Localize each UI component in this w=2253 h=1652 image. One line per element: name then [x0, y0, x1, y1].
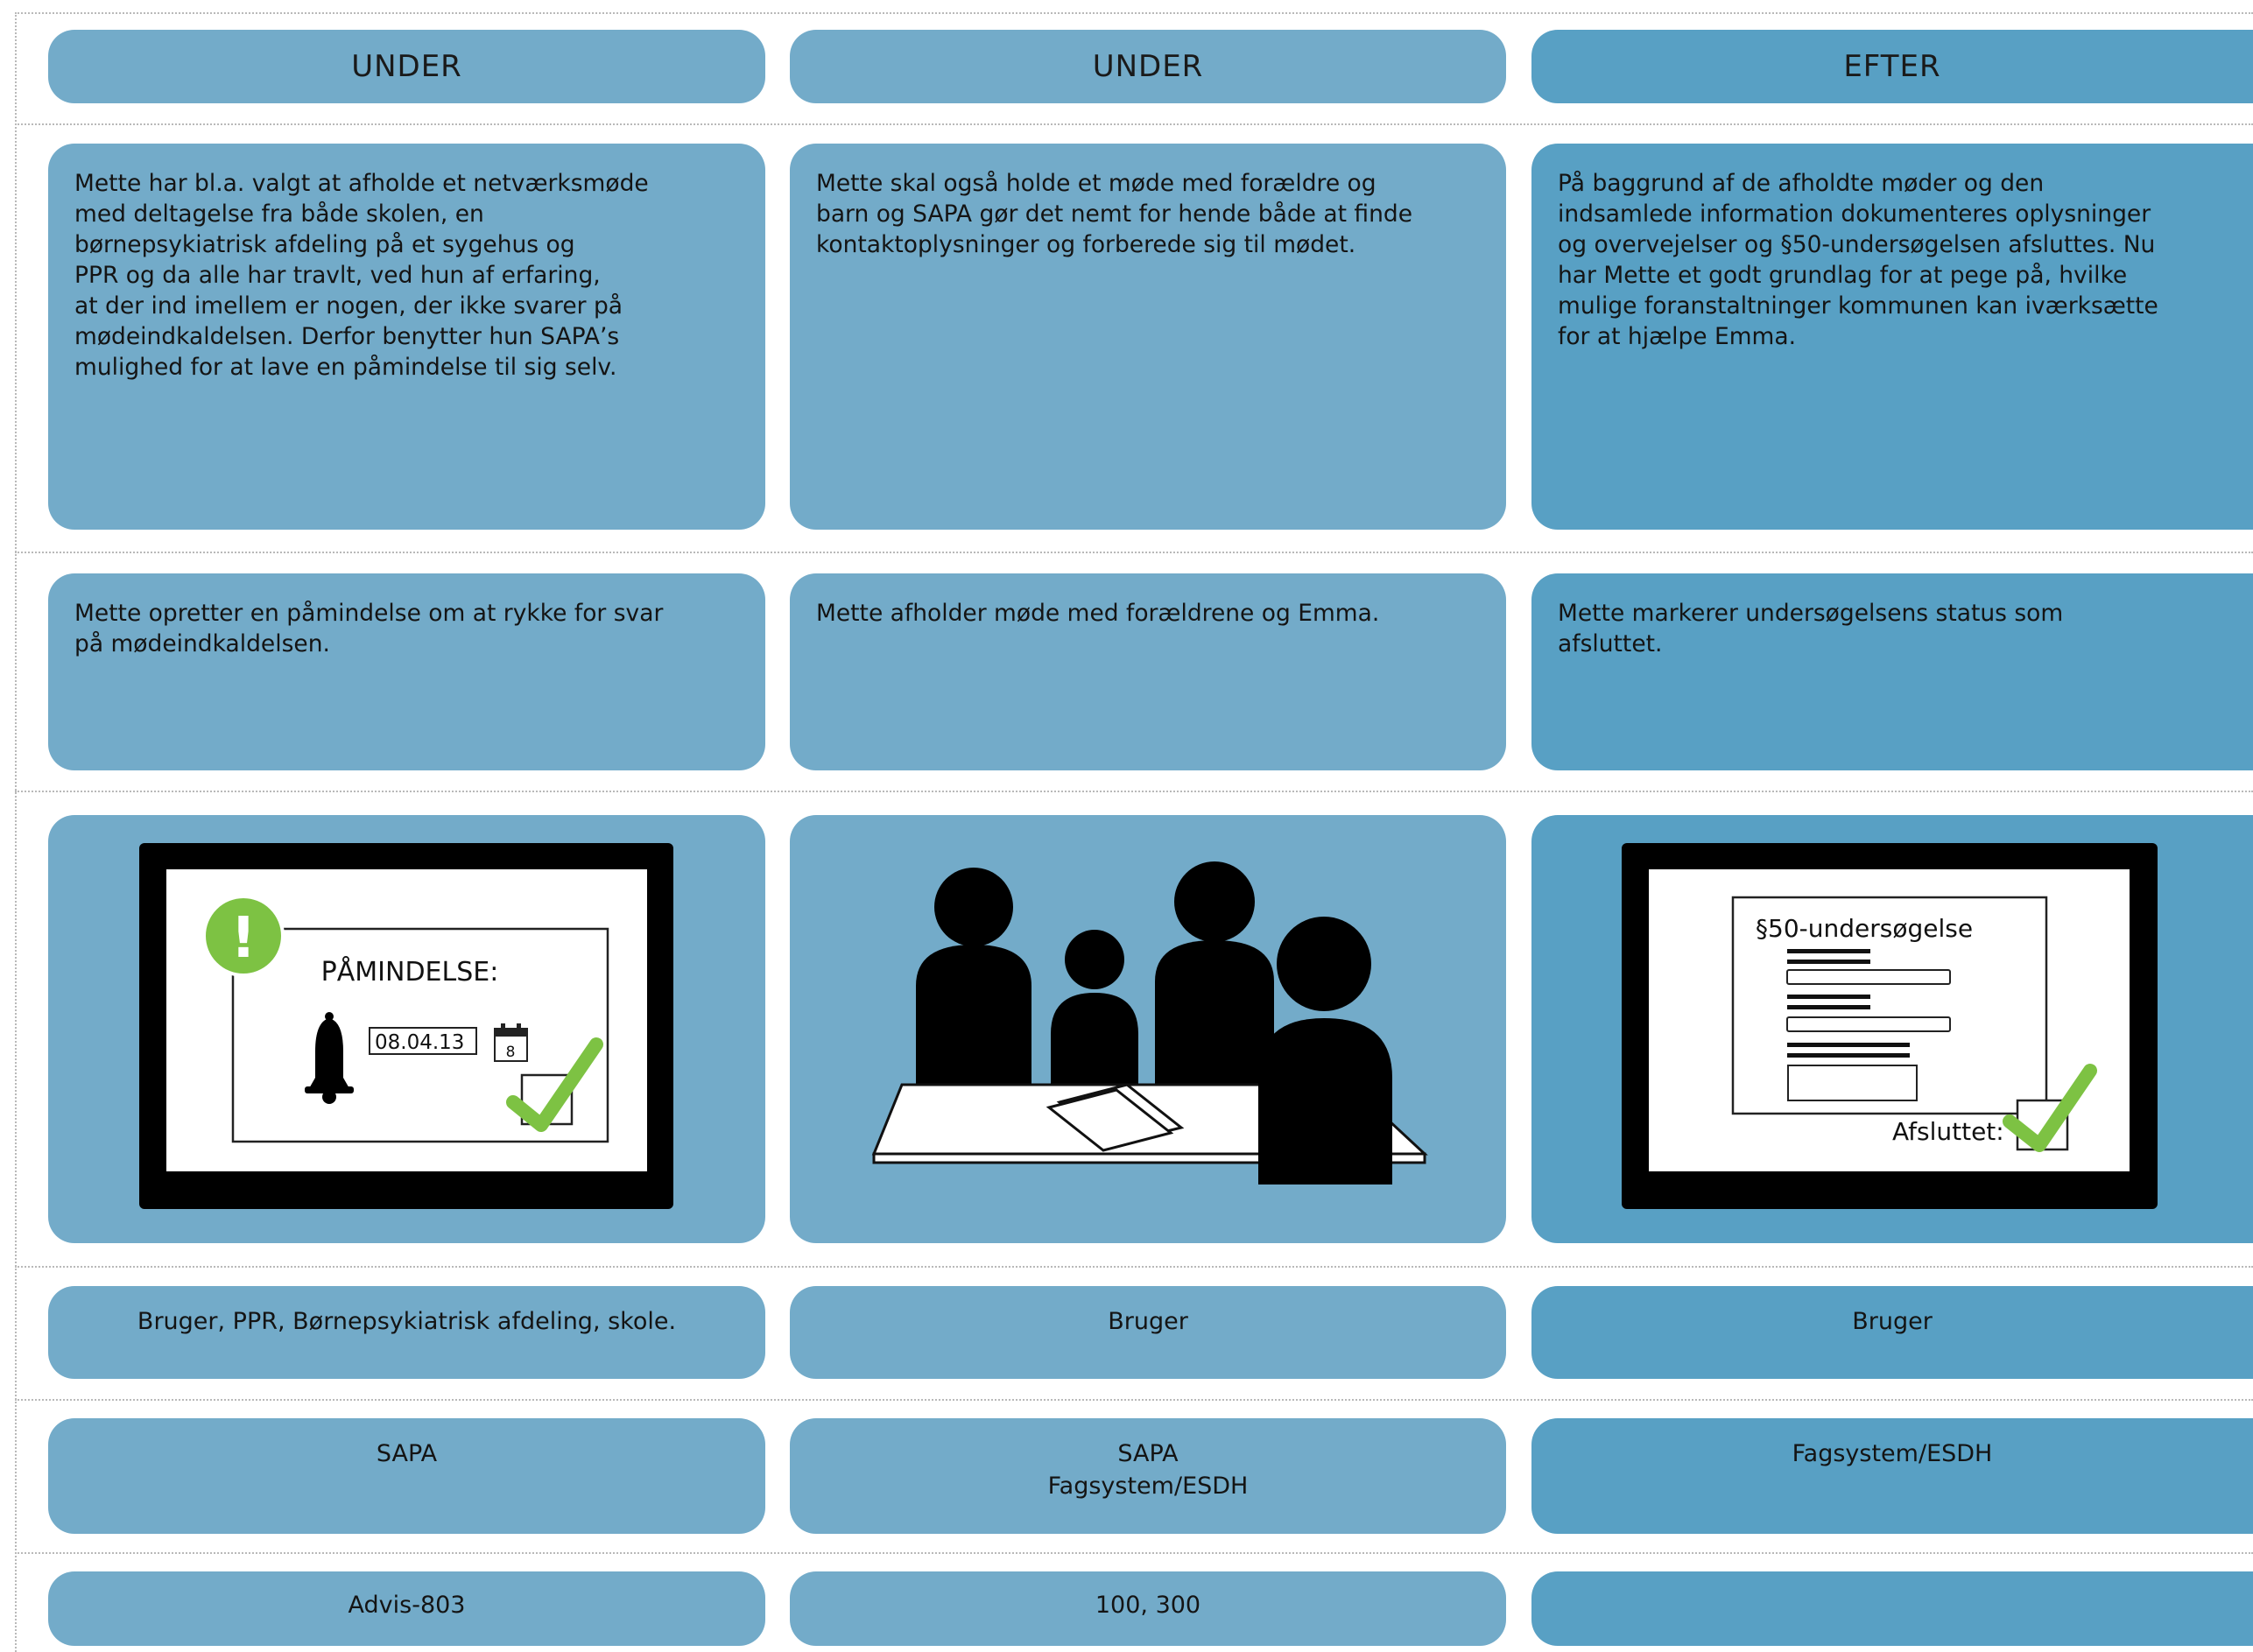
checkmark-icon — [506, 1037, 603, 1132]
illustration-card-form: §50-undersøgelse Afsluttet: — [1531, 815, 2253, 1243]
svg-text:8: 8 — [506, 1044, 516, 1061]
actors-1: Bruger, PPR, Børnepsykiatrisk afdeling, … — [48, 1286, 765, 1379]
row-divider — [15, 791, 2253, 792]
actors-2: Bruger — [790, 1286, 1506, 1379]
row-divider — [15, 1552, 2253, 1554]
phase-header-2: UNDER — [790, 30, 1506, 103]
action-2: Mette afholder møde med forældrene og Em… — [790, 573, 1506, 770]
status-label: Afsluttet: — [1892, 1117, 2004, 1146]
systems-1: SAPA — [48, 1418, 765, 1534]
date-field — [369, 1027, 477, 1055]
reminder-title: PÅMINDELSE: — [321, 956, 499, 988]
illustration-card-reminder: ! PÅMINDELSE: 08.04.13 8 — [48, 815, 765, 1243]
action-1: Mette opretter en påmindelse om at rykke… — [48, 573, 765, 770]
checkmark-icon — [2003, 1064, 2097, 1152]
description-2: Mette skal også holde et møde med foræld… — [790, 144, 1506, 530]
row-divider — [15, 1399, 2253, 1401]
svg-text:!: ! — [230, 906, 256, 971]
alert-icon: ! — [202, 895, 285, 977]
person-front-icon — [1258, 917, 1392, 1185]
row-divider — [15, 12, 2253, 14]
meeting-illustration — [871, 861, 1428, 1185]
action-3: Mette markerer undersøgelsens status som… — [1531, 573, 2253, 770]
calendar-icon: 8 — [494, 1023, 528, 1062]
table-edge — [872, 1152, 1426, 1164]
form-lines — [1786, 949, 1951, 1101]
actors-3: Bruger — [1531, 1286, 2253, 1379]
row-divider — [15, 123, 2253, 125]
form-illustration: §50-undersøgelse Afsluttet: — [1622, 843, 2158, 1209]
phase-header-3: EFTER — [1531, 30, 2253, 103]
illustration-card-meeting — [790, 815, 1506, 1243]
row-divider — [15, 1266, 2253, 1268]
left-divider — [15, 12, 17, 1652]
systems-2: SAPA Fagsystem/ESDH — [790, 1418, 1506, 1534]
systems-3: Fagsystem/ESDH — [1531, 1418, 2253, 1534]
description-3: På baggrund af de afholdte møder og den … — [1531, 144, 2253, 530]
phase-header-1: UNDER — [48, 30, 765, 103]
reference-3 — [1531, 1571, 2253, 1646]
reminder-illustration: ! PÅMINDELSE: 08.04.13 8 — [139, 843, 673, 1209]
bell-icon — [305, 1012, 354, 1104]
description-1: Mette har bl.a. valgt at afholde et netv… — [48, 144, 765, 530]
form-title: §50-undersøgelse — [1756, 914, 1973, 943]
reference-1: Advis-803 — [48, 1571, 765, 1646]
date-value: 08.04.13 — [375, 1031, 464, 1054]
papers-icon — [1046, 1083, 1185, 1152]
people-icon — [916, 861, 1274, 1086]
row-divider — [15, 552, 2253, 553]
reference-2: 100, 300 — [790, 1571, 1506, 1646]
